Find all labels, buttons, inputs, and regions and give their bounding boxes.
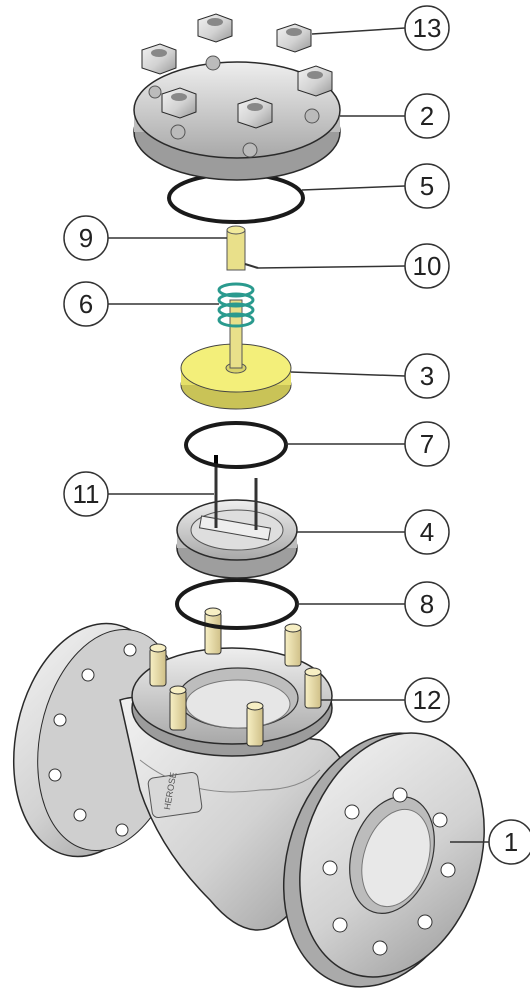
callout-label: 8	[420, 589, 434, 619]
gasket-ring-8	[175, 578, 299, 630]
studs	[149, 607, 322, 747]
stem-with-spring-6	[217, 282, 255, 369]
callout-11: 11	[63, 471, 214, 517]
callout-leader-line	[257, 265, 406, 269]
nut	[141, 43, 177, 75]
callout-circle	[488, 819, 530, 865]
stud	[284, 623, 302, 667]
callout-6: 6	[63, 281, 219, 327]
callout-10: 10	[257, 243, 450, 289]
callout-leader-line	[301, 185, 406, 191]
cover-plate-2	[133, 55, 341, 181]
callout-label: 1	[504, 827, 518, 857]
callout-2: 2	[340, 93, 450, 139]
valve-body: HEROSE	[12, 622, 485, 988]
callout-circle	[404, 581, 450, 627]
callout-12: 12	[321, 677, 450, 723]
spring	[217, 282, 255, 328]
callout-label: 11	[73, 479, 100, 509]
callout-13: 13	[311, 5, 450, 51]
callout-circle	[404, 353, 450, 399]
callout-1: 1	[450, 819, 530, 865]
callout-9: 9	[63, 215, 227, 261]
nut	[197, 13, 233, 43]
callout-3: 3	[290, 353, 450, 399]
callout-label: 6	[79, 289, 93, 319]
callout-label: 9	[79, 223, 93, 253]
callout-circle	[404, 677, 450, 723]
callout-circle	[63, 471, 109, 517]
callout-circle	[404, 93, 450, 139]
callout-label: 2	[420, 101, 434, 131]
nut	[161, 87, 197, 119]
right-flange	[282, 732, 485, 988]
callout-circle	[404, 5, 450, 51]
nuts-13	[141, 13, 333, 129]
nut	[237, 97, 273, 129]
stud	[304, 667, 322, 709]
disc-3	[180, 343, 292, 410]
callout-circle	[63, 281, 109, 327]
callout-circle	[404, 509, 450, 555]
callout-label: 7	[420, 429, 434, 459]
callout-label: 5	[420, 171, 434, 201]
callouts: 13 2 5 9 10 6 3 7 11 4 8 12 1	[63, 5, 530, 865]
callout-circle	[404, 243, 450, 289]
callout-8: 8	[297, 581, 450, 627]
nut	[297, 65, 333, 97]
callout-label: 3	[420, 361, 434, 391]
o-ring-7	[184, 421, 288, 469]
callout-circle	[404, 421, 450, 467]
stud	[204, 607, 222, 655]
callout-leader-line	[290, 371, 406, 377]
callout-label: 12	[413, 685, 442, 715]
stud	[149, 643, 167, 687]
callout-7: 7	[286, 421, 450, 467]
stud	[169, 685, 187, 731]
callout-4: 4	[297, 509, 450, 555]
callout-circle	[63, 215, 109, 261]
o-ring-5	[167, 172, 305, 224]
callout-label: 10	[413, 251, 442, 281]
callout-circle	[404, 163, 450, 209]
callout-label: 4	[420, 517, 434, 547]
nut	[276, 23, 312, 53]
callout-label: 13	[413, 13, 442, 43]
callout-5: 5	[301, 163, 450, 209]
spindle-9	[226, 225, 246, 271]
pin-10	[244, 263, 259, 269]
callout-leader-line	[311, 27, 406, 35]
stud	[246, 701, 264, 747]
guide-ring-4	[176, 499, 298, 579]
